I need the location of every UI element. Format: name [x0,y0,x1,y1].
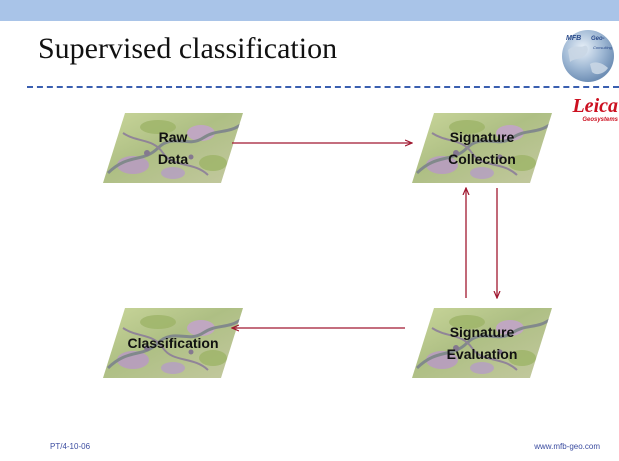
node-label: Signature Evaluation [446,324,518,362]
leica-logo: Leica Geosystems [560,96,618,126]
mfb-logo-text-geo: Geo- [591,36,605,42]
raster-image-parallelogram-icon [103,113,243,183]
raster-image-parallelogram-icon [103,308,243,378]
node-raw-data: Raw Data [103,113,243,183]
node-label: Classification [127,335,219,351]
node-signature-evaluation: Signature Evaluation [412,308,552,378]
title-divider [27,86,619,88]
slide-title: Supervised classification [38,32,338,65]
mfb-logo-text-consulting: Consulting [593,45,613,50]
node-signature-collection: Signature Collection [412,113,552,183]
leica-logo-subtitle: Geosystems [582,117,618,123]
raster-image-parallelogram-icon [412,308,552,378]
mfb-globe-logo-icon: MFB Geo- Consulting [560,24,616,86]
node-label: Signature Collection [448,129,516,167]
mfb-logo-text: MFB [566,35,581,42]
footer-url: www.mfb-geo.com [534,442,600,451]
node-label: Raw Data [157,129,189,167]
footer-date: PT/4-10-06 [50,442,91,451]
leica-logo-word: Leica [572,95,618,117]
top-bar [0,0,619,21]
raster-image-parallelogram-icon [412,113,552,183]
node-classification: Classification [103,308,243,378]
